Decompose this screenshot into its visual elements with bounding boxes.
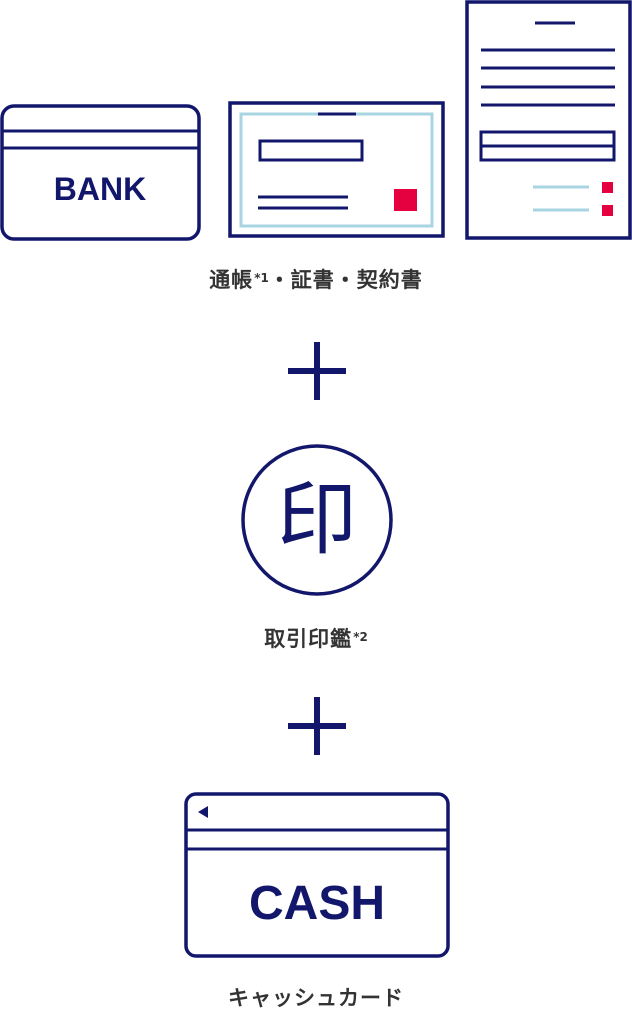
plus-icon [288,697,346,755]
plus-icon [288,342,346,400]
red-stamp-mark [394,189,417,211]
documents-label-note: *1 [254,271,269,285]
card-insert-arrow-icon [198,806,208,818]
bank-card-text: BANK [54,171,146,207]
certificate-icon [228,101,446,239]
bank-passbook-icon: BANK [0,104,202,242]
seal-character: 印 [277,473,357,566]
cash-card-label: キャッシュカード [228,986,404,1010]
cash-card-text: CASH [249,877,385,930]
seal-label-main: 取引印鑑 [264,627,353,651]
documents-label: 通帳*1・証書・契約書 [0,265,632,295]
seal-label-note: *2 [353,630,368,644]
contract-document-icon [465,0,632,240]
seal-label: 取引印鑑*2 [0,624,632,654]
cash-card-icon: CASH [184,792,450,959]
documents-label-main: 通帳 [209,268,254,292]
seal-stamp-icon: 印 [240,443,394,597]
documents-label-rest: ・証書・契約書 [268,268,423,292]
